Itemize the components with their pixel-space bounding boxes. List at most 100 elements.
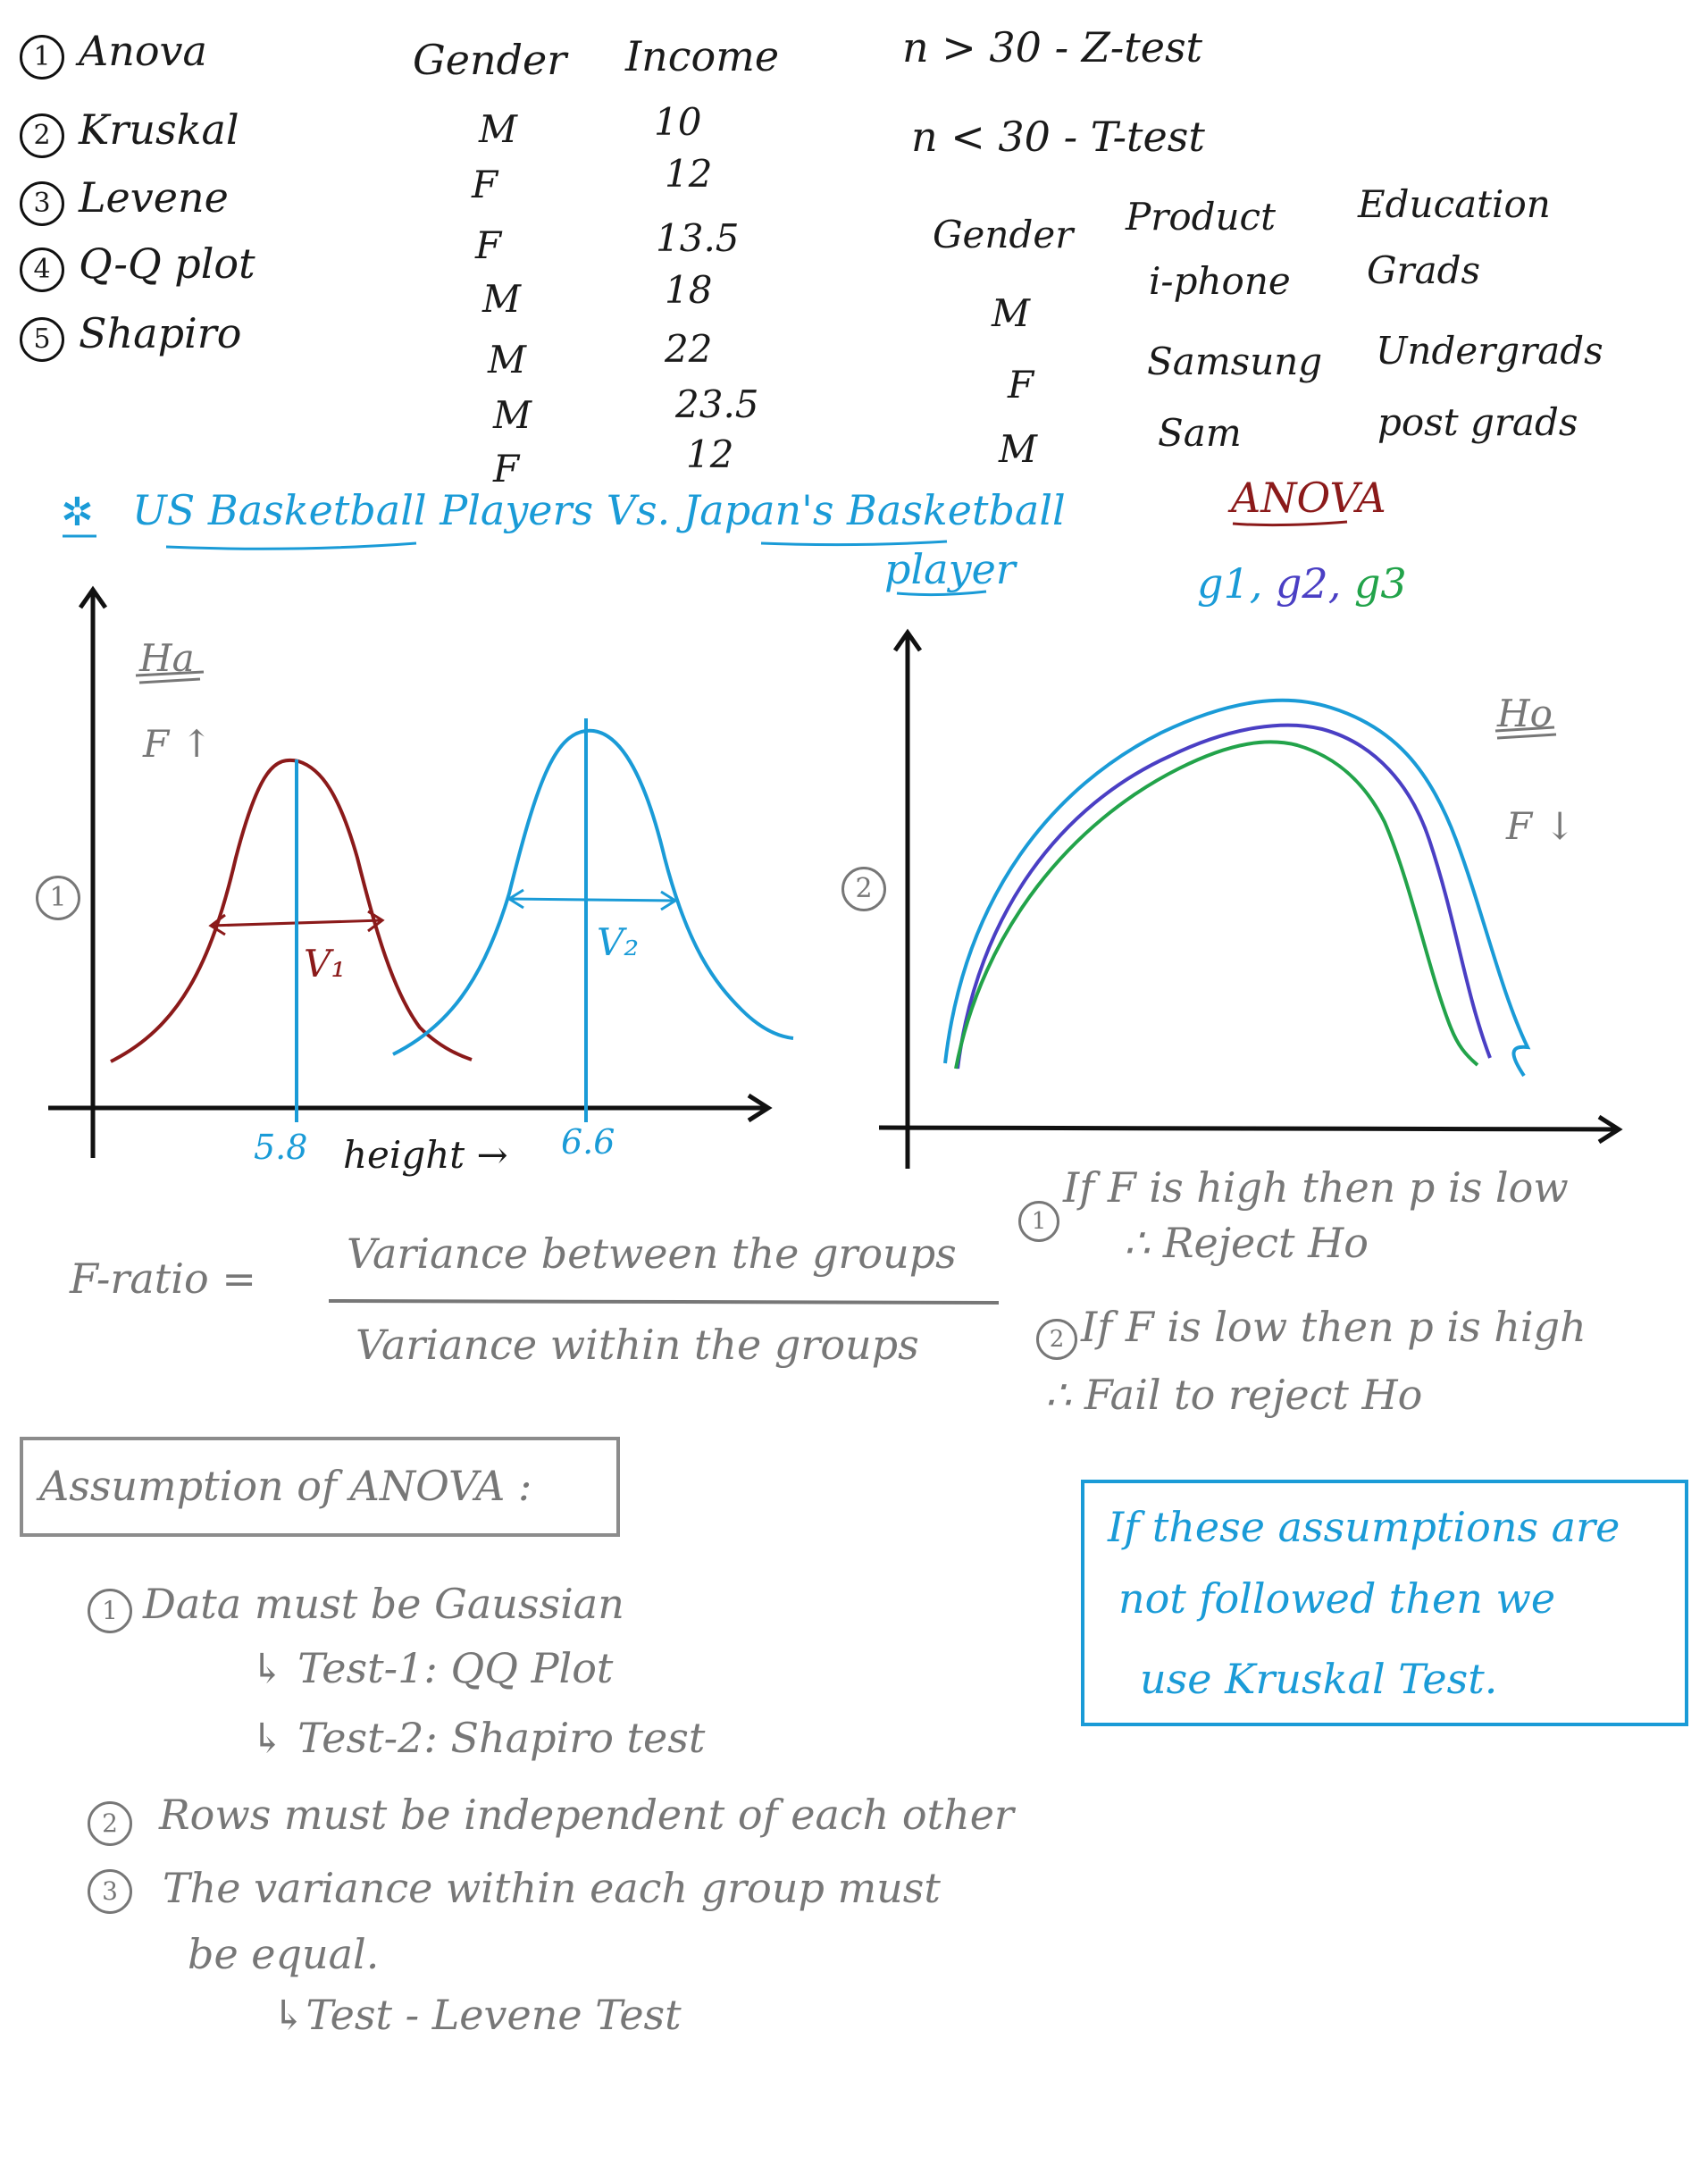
table1-cell-income: 12 [665,152,713,196]
graph2-f-down-label: F ↓ [1506,804,1576,848]
graph1-v2-label: V₂ [597,920,640,964]
assumption1-test2: ↳ Test-2: Shapiro test [250,1714,706,1762]
circled-number-2: 2 [20,113,64,158]
assumptions-heading-box [20,1437,620,1537]
rule1-line1: If F is high then p is low [1063,1163,1569,1212]
table2-header-product: Product [1126,195,1276,239]
note-line1: If these assumptions are [1108,1503,1620,1551]
group-sep: , [1249,559,1263,608]
graph1-x-arrowhead [747,1093,773,1123]
circled-number-4: 4 [20,248,64,292]
table1-cell-income: 23.5 [675,382,759,426]
japan-variance-arrow-left [507,888,524,910]
table1-cell-gender: F [472,163,498,206]
table1-cell-gender: M [482,277,522,321]
test-label-levene: Levene [79,173,229,222]
test-item-2: 2 Kruskal [20,105,239,158]
graph2-x-arrowhead [1597,1114,1623,1145]
kruskal-note-box [1081,1480,1688,1726]
japan-variance-arrow-right [660,890,678,911]
test-item-4: 4 Q-Q plot [20,239,255,292]
japan-distribution-curve [392,728,794,1056]
fratio-lhs: F-ratio = [70,1254,256,1303]
us-distribution-curve [110,758,473,1063]
fratio-fraction-bar [328,1299,1000,1305]
rule2-line2: ∴ Fail to reject Ho [1045,1371,1423,1419]
table2-cell-gender: F [1008,363,1034,407]
graph1-f-up-label: F ↑ [143,722,213,766]
table2-header-education: Education [1358,182,1551,226]
table2-cell-education: post grads [1377,400,1578,444]
assumption3-line2: be equal. [188,1930,380,1978]
table1-cell-gender: M [488,338,527,382]
anova-underline [1232,520,1348,527]
table1-header-income: Income [625,32,780,80]
assumptions-heading: Assumption of ANOVA : [39,1462,532,1510]
assumption1-number: 1 [88,1589,132,1633]
group-g2: g2 [1275,559,1328,608]
table2-cell-gender: M [999,427,1038,471]
table1-header-gender: Gender [413,36,567,84]
circled-number-5: 5 [20,317,64,362]
groups-label: g1, g2, g3 [1197,559,1407,608]
table1-cell-income: 12 [686,432,734,476]
group1-curve [943,698,1531,1078]
group2-curve [956,723,1492,1070]
circled-number-1: 1 [20,35,64,80]
table1-cell-income: 22 [665,327,713,371]
table1-cell-income: 10 [654,100,702,144]
assumption3-number: 3 [88,1869,132,1914]
ha-underline2 [138,677,201,684]
rule1-line2: ∴ Reject Ho [1124,1219,1369,1267]
graph1-x1-label: 5.8 [254,1128,308,1167]
test-label-kruskal: Kruskal [79,105,239,154]
table1-cell-gender: M [493,393,532,437]
rule2-number: 2 [1036,1319,1077,1360]
title-line2: player [884,545,1016,593]
group3-curve [954,740,1479,1070]
table2-cell-product: i-phone [1149,259,1291,303]
ha-underline [135,670,205,677]
us-variance-arrow-right [367,910,385,933]
graph1-xlabel: height → [343,1133,508,1177]
title-underline-japan [760,540,948,547]
test-item-5: 5 Shapiro [20,309,241,362]
assumption3-test: ↳Test - Levene Test [272,1991,682,2039]
ttest-rule: n < 30 - T-test [911,113,1205,161]
japan-variance-arrow [508,897,676,902]
graph2-marker: 2 [841,867,886,911]
assumption3-line1: The variance within each group must [163,1864,941,1912]
group-sep: , [1327,559,1342,608]
us-variance-arrow-left [208,913,226,936]
table2-cell-product: Samsung [1147,340,1323,383]
anova-label: ANOVA [1231,474,1386,522]
table2-cell-education: Grads [1367,248,1481,292]
graph2-y-arrowhead [892,628,923,652]
title-underline-us [165,541,417,550]
graph2-x-axis [878,1125,1620,1132]
rule2-line1: If F is low then p is high [1081,1303,1587,1351]
group-g3: g3 [1353,559,1407,608]
title-line1: US Basketball Players Vs. Japan's Basket… [132,486,1066,534]
note-line3: use Kruskal Test. [1140,1655,1498,1703]
table1-cell-gender: F [493,447,520,491]
graph1-v1-label: V₁ [304,942,347,986]
table2-cell-gender: M [992,291,1031,335]
table1-cell-gender: M [479,107,518,151]
test-label-shapiro: Shapiro [79,309,242,357]
group-g1: g1 [1197,559,1250,608]
fratio-numerator: Variance between the groups [347,1229,957,1278]
note-line2: not followed then we [1118,1574,1556,1623]
table1-cell-gender: F [475,223,502,267]
table1-cell-income: 18 [665,268,713,312]
graph1-y-arrowhead [78,585,108,609]
graph1-x2-label: 6.6 [561,1122,615,1162]
ztest-rule: n > 30 - Z-test [902,23,1203,71]
table2-cell-education: Undergrads [1376,329,1603,373]
test-label-qq-plot: Q-Q plot [79,239,255,288]
fratio-denominator: Variance within the groups [356,1321,919,1369]
title-underline-player [896,590,987,597]
